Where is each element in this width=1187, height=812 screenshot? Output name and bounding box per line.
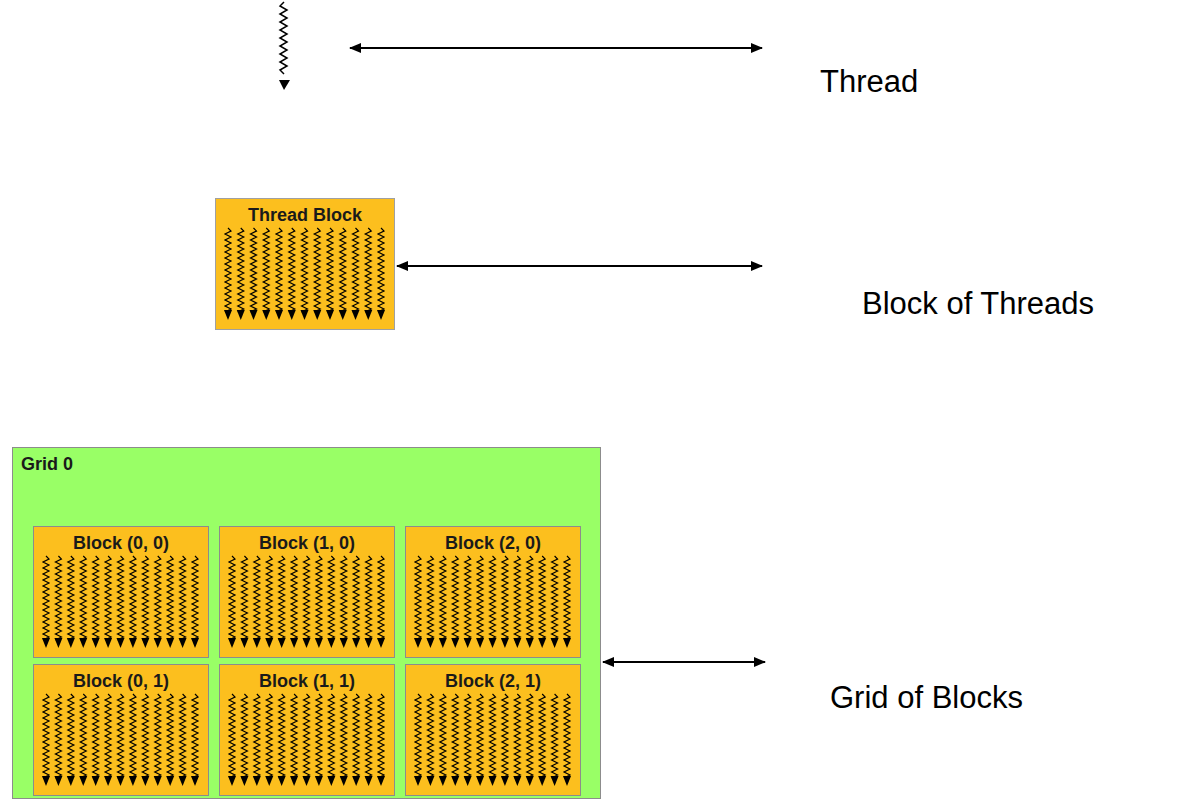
- leader-arrow: [350, 47, 762, 49]
- thread-squiggles: [406, 692, 579, 788]
- block-title: Block (1, 0): [228, 533, 386, 554]
- block-box: Block (0, 1): [33, 664, 209, 796]
- block-title: Block (2, 1): [414, 671, 572, 692]
- grid-title: Grid 0: [21, 454, 73, 475]
- level-label: Grid of Blocks: [830, 680, 1023, 716]
- block-box: Block (2, 1): [405, 664, 581, 796]
- block-box: Block (1, 0): [219, 526, 395, 658]
- block-box: Block (2, 0): [405, 526, 581, 658]
- thread-squiggles: [216, 226, 393, 322]
- level-label: Thread: [820, 64, 918, 100]
- thread-squiggles: [34, 692, 207, 788]
- block-box: Block (0, 0): [33, 526, 209, 658]
- thread-squiggles: [406, 554, 579, 650]
- block-title: Thread Block: [224, 205, 386, 226]
- thread-arrowhead: [279, 80, 290, 90]
- thread-squiggles: [34, 554, 207, 650]
- block-title: Block (1, 1): [228, 671, 386, 692]
- leader-arrow: [397, 265, 762, 267]
- thread-block-box: Thread Block: [215, 198, 395, 330]
- thread-squiggle: [280, 2, 287, 74]
- level-label: Block of Threads: [862, 286, 1094, 322]
- thread-squiggles: [220, 554, 393, 650]
- leader-arrow: [603, 661, 765, 663]
- block-title: Block (2, 0): [414, 533, 572, 554]
- grid-box: Grid 0 Block (0, 0) Block (1, 0) Block (2, …: [12, 447, 601, 799]
- block-title: Block (0, 0): [42, 533, 200, 554]
- thread-squiggles: [220, 692, 393, 788]
- block-box: Block (1, 1): [219, 664, 395, 796]
- block-title: Block (0, 1): [42, 671, 200, 692]
